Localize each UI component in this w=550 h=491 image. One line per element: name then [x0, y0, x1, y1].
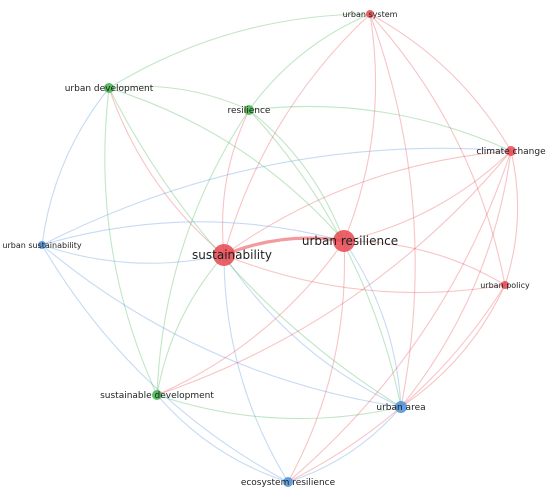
node-urban-sustainability[interactable]	[38, 241, 46, 249]
edge-urban-resilience-sustainable-development	[156, 240, 345, 396]
node-label-sustainable-development: sustainable development	[100, 391, 214, 401]
node-sustainability[interactable]	[213, 244, 235, 266]
node-label-urban-area: urban area	[376, 403, 425, 413]
node-label-ecosystem-resilience: ecosystem resilience	[241, 478, 336, 488]
node-urban-system[interactable]	[366, 10, 374, 18]
edge-sustainability-resilience	[222, 109, 250, 256]
edge-urban-policy-ecosystem-resilience	[287, 284, 506, 483]
edge-urban-sustainability-sustainability	[41, 244, 225, 264]
node-resilience[interactable]	[244, 105, 254, 115]
edge-urban-resilience-ecosystem-resilience	[287, 240, 346, 483]
node-label-resilience: resilience	[228, 106, 271, 116]
edge-layer	[41, 13, 519, 483]
node-urban-resilience[interactable]	[333, 230, 355, 252]
edge-resilience-sustainable-development	[156, 109, 250, 396]
edge-urban-resilience-urban-system	[343, 13, 377, 242]
node-urban-development[interactable]	[104, 83, 114, 93]
edge-sustainability-sustainable-development	[156, 254, 225, 396]
node-label-climate-change: climate change	[476, 147, 546, 157]
edge-urban-development-urban-system	[108, 13, 371, 89]
edge-climate-change-urban-policy	[504, 150, 519, 286]
edge-sustainability-urban-development	[108, 87, 225, 256]
edge-resilience-urban-system	[248, 13, 371, 111]
edge-urban-policy-urban-area	[400, 284, 506, 408]
node-ecosystem-resilience[interactable]	[283, 477, 293, 487]
node-label-urban-system: urban system	[343, 10, 398, 19]
node-label-urban-sustainability: urban sustainability	[2, 241, 81, 250]
edge-urban-development-resilience	[108, 85, 250, 111]
edge-urban-development-sustainable-development	[104, 87, 158, 396]
edge-urban-development-urban-area	[108, 87, 402, 408]
edge-climate-change-ecosystem-resilience	[287, 150, 512, 483]
edge-urban-sustainability-ecosystem-resilience	[41, 244, 289, 483]
edge-climate-change-urban-area	[400, 150, 512, 408]
edge-sustainability-ecosystem-resilience	[223, 254, 289, 483]
node-urban-policy[interactable]	[501, 281, 509, 289]
edge-resilience-climate-change	[248, 105, 512, 152]
node-climate-change[interactable]	[506, 146, 516, 156]
edge-urban-sustainability-urban-resilience	[41, 221, 345, 246]
node-label-sustainability: sustainability	[192, 248, 272, 262]
node-label-urban-policy: urban policy	[480, 281, 530, 290]
edge-sustainability-urban-resilience	[223, 236, 345, 257]
edge-sustainable-development-climate-change	[156, 150, 512, 396]
edge-sustainability-urban-policy	[223, 254, 506, 294]
edge-urban-resilience-resilience	[248, 109, 345, 242]
node-sustainable-development[interactable]	[152, 390, 162, 400]
edge-urban-area-ecosystem-resilience	[287, 406, 402, 483]
edge-urban-sustainability-urban-area	[41, 244, 402, 408]
edge-urban-sustainability-urban-development	[41, 87, 110, 246]
edge-urban-system-climate-change	[369, 13, 512, 152]
edge-urban-sustainability-climate-change	[41, 147, 512, 246]
edge-urban-system-urban-area	[369, 13, 416, 408]
edge-sustainable-development-urban-area	[156, 394, 402, 420]
label-layer: urban system urban development resilience c…	[2, 10, 546, 488]
edge-urban-resilience-climate-change	[343, 150, 512, 242]
edge-sustainable-development-ecosystem-resilience	[156, 394, 289, 483]
node-label-urban-development: urban development	[65, 84, 154, 94]
edge-urban-resilience-urban-area	[343, 240, 402, 408]
edge-urban-system-urban-policy	[369, 13, 506, 286]
edge-urban-development-urban-resilience	[108, 87, 345, 242]
edge-urban-resilience-urban-policy	[343, 240, 506, 286]
edge-sustainability-urban-area	[223, 254, 402, 408]
edge-sustainability-climate-change	[223, 150, 512, 256]
node-layer	[38, 10, 516, 487]
edge-sustainability-urban-system	[223, 13, 371, 256]
node-urban-area[interactable]	[395, 401, 407, 413]
node-label-urban-resilience: urban resilience	[302, 234, 398, 248]
